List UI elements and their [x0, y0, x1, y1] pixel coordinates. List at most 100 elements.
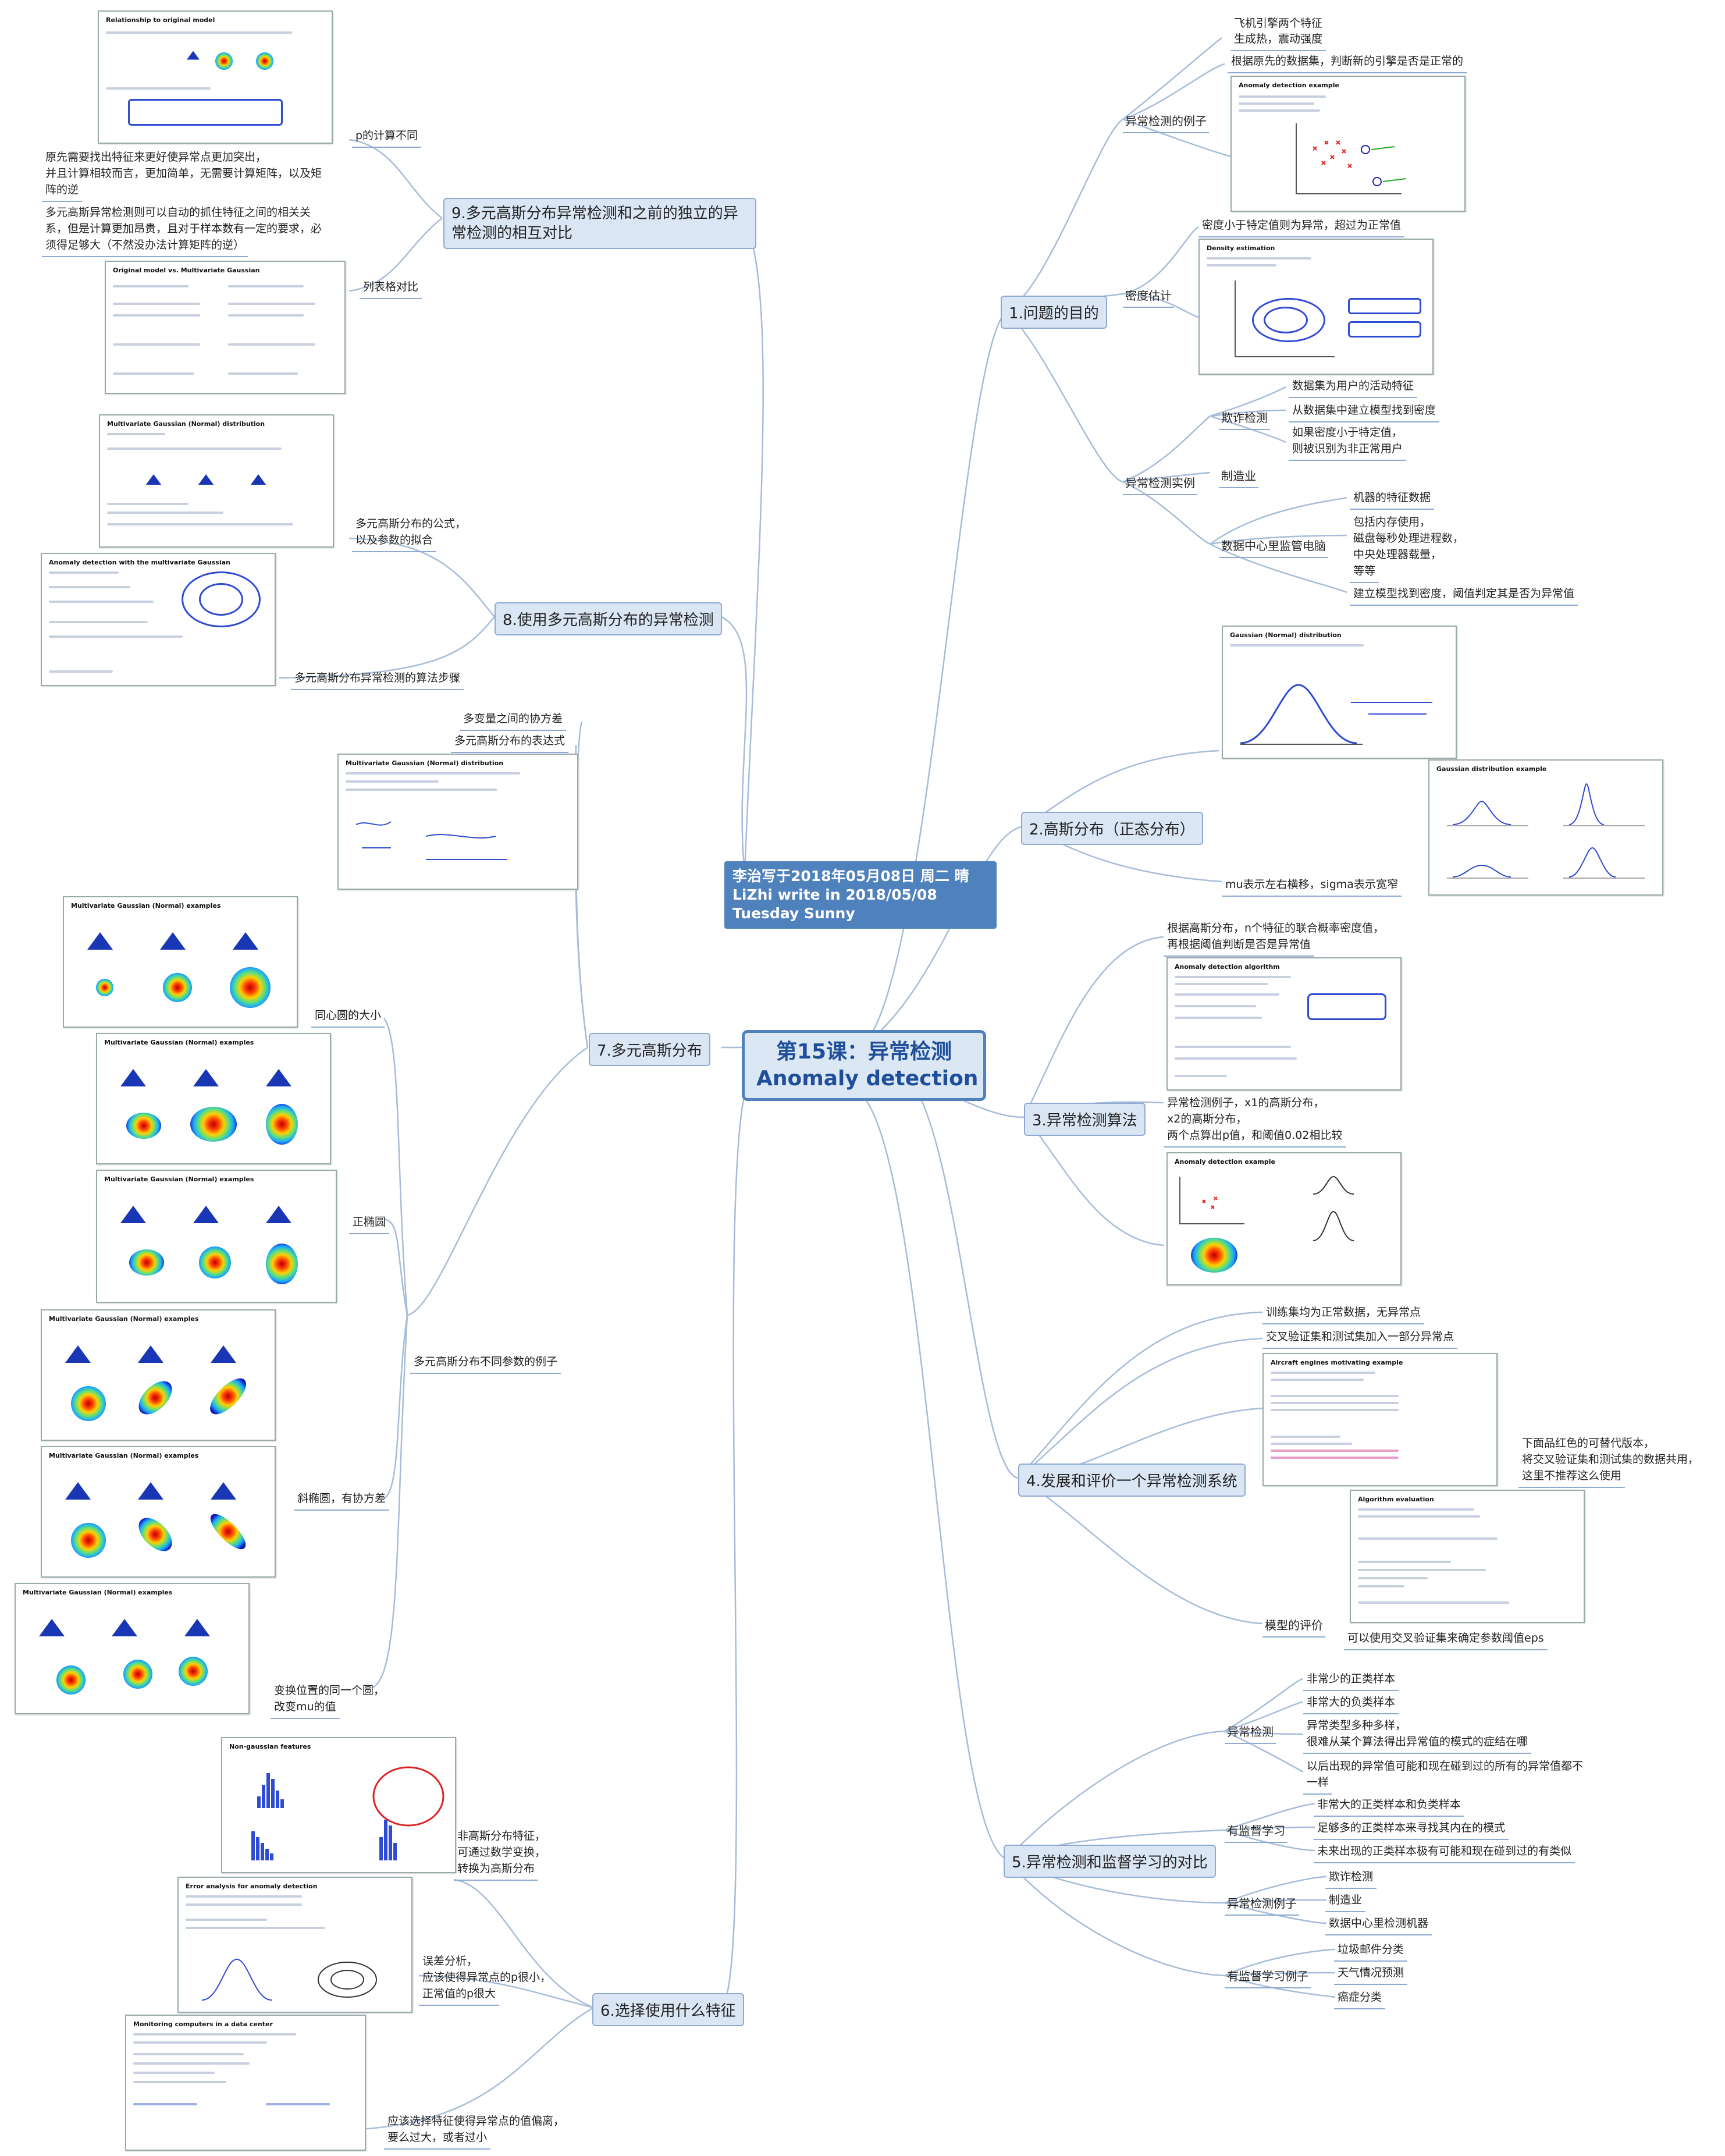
topic-6-features[interactable]: 6.选择使用什么特征 — [592, 1993, 744, 2026]
handwritten-formula — [356, 821, 507, 860]
slide-mvg-examples-3: Multivariate Gaussian (Normal) examples — [96, 1170, 337, 1303]
t4-eval[interactable]: 模型的评价 — [1262, 1615, 1325, 1638]
slide-mvg-anomaly-detection: Anomaly detection with the multivariate … — [41, 553, 276, 686]
t4-leaf2: 交叉验证集和测试集加入一部分异常点 — [1262, 1328, 1458, 1349]
topic-3-algorithm[interactable]: 3.异常检测算法 — [1024, 1103, 1146, 1136]
t7-cov: 多变量之间的协方差 — [460, 710, 567, 731]
topic-9-comparison[interactable]: 9.多元高斯分布异常检测和之前的独立的异常检测的相互对比 — [443, 198, 756, 249]
author-node[interactable]: 李治写于2018年05月08日 周二 晴 LiZhi write in 2018… — [724, 861, 997, 929]
central-topic[interactable]: 第15课：异常检测 Anomaly detection — [742, 1030, 986, 1101]
t1-fraud-b: 从数据集中建立模型找到密度 — [1289, 402, 1440, 422]
t1-ex-a: 飞机引擎两个特征 — [1234, 17, 1323, 30]
t5-anomaly[interactable]: 异常检测 — [1225, 1721, 1276, 1744]
slide-gaussian-distribution: Gaussian (Normal) distribution — [1222, 626, 1457, 759]
slide-non-gaussian: Non-gaussian features — [221, 1737, 456, 1873]
t1-ex-b: 生成热，震动强度 — [1230, 30, 1326, 51]
t9-table: 列表格对比 — [360, 278, 422, 299]
slide-mvg-examples-6: Multivariate Gaussian (Normal) examples — [15, 1583, 250, 1714]
central-title-en: Anomaly detection — [756, 1067, 979, 1091]
t7-examples[interactable]: 多元高斯分布不同参数的例子 — [410, 1353, 561, 1374]
t5-se3: 癌症分类 — [1334, 1988, 1386, 2009]
slide-title: Anomaly detection with the multivariate … — [49, 559, 230, 566]
t1-fraud-c1: 如果密度小于特定值， — [1292, 426, 1403, 439]
slide-title: Monitoring computers in a data center — [133, 2020, 273, 2028]
slide-anomaly-example: Anomaly detection example — [1230, 76, 1466, 212]
t5-a3a: 异常类型多种多样， — [1307, 1719, 1407, 1732]
t1-fraud-a: 数据集为用户的活动特征 — [1289, 377, 1418, 398]
histograms — [251, 1766, 444, 1860]
author-line-en: LiZhi write in 2018/05/08 Tuesday Sunny — [732, 886, 937, 922]
t5-supervised[interactable]: 有监督学习 — [1225, 1820, 1287, 1843]
t9-note-b: 并且计算相较而言，更加简单，无需要计算矩阵，以及矩 — [45, 167, 322, 180]
t5-anomaly-ex[interactable]: 异常检测例子 — [1225, 1893, 1299, 1916]
slide-title: Anomaly detection example — [1239, 81, 1339, 89]
t5-ae1: 欺诈检测 — [1325, 1868, 1377, 1889]
slide-mvg-examples-5: Multivariate Gaussian (Normal) examples — [41, 1446, 276, 1578]
t3-leaf1a: 根据高斯分布，n个特征的联合概率密度值， — [1167, 922, 1385, 935]
gaussian-curve — [1240, 684, 1432, 745]
t3-leaf2a: 异常检测例子，x1的高斯分布， — [1167, 1096, 1325, 1109]
slide-title: Algorithm evaluation — [1358, 1496, 1434, 1503]
t7-shift-b: 改变mu的值 — [271, 1698, 340, 1719]
t7-tilted: 斜椭圆，有协方差 — [294, 1490, 390, 1511]
t1-dc-b2: 磁盘每秒处理进程数， — [1353, 532, 1464, 545]
t6-leaf3b: 要么过大，或者过小 — [384, 2129, 491, 2150]
topic-8-mvg-anomaly[interactable]: 8.使用多元高斯分布的异常检测 — [495, 602, 722, 635]
t4-note2: 将交叉验证集和测试集的数据共用， — [1522, 1453, 1699, 1466]
slide-title: Density estimation — [1207, 244, 1275, 252]
t7-ellipse: 正椭圆 — [349, 1213, 390, 1234]
t5-se2: 天气情况预测 — [1334, 1964, 1408, 1985]
slide-algorithm-evaluation: Algorithm evaluation — [1350, 1490, 1585, 1623]
t7-shift-a: 变换位置的同一个圆， — [274, 1684, 385, 1697]
slide-title: Relationship to original model — [106, 16, 215, 24]
t5-se1: 垃圾邮件分类 — [1334, 1941, 1408, 1962]
t6-leaf1a: 非高斯分布特征， — [457, 1830, 546, 1842]
slide-mvg-examples-2: Multivariate Gaussian (Normal) examples — [96, 1033, 331, 1164]
slide-title: Error analysis for anomaly detection — [186, 1882, 318, 1890]
t6-leaf2c: 正常值的p很大 — [419, 1985, 500, 2006]
t1-density[interactable]: 密度估计 — [1123, 285, 1174, 308]
t5-a4b: 一样 — [1303, 1774, 1333, 1795]
slide-title: Gaussian (Normal) distribution — [1230, 631, 1342, 639]
t3-leaf1b: 再根据阈值判断是否是异常值 — [1164, 936, 1315, 957]
t1-datacenter[interactable]: 数据中心里监管电脑 — [1219, 535, 1328, 558]
t1-ex-c: 根据原先的数据集，判断新的引擎是否是正常的 — [1228, 52, 1467, 73]
scatter-crosses — [1313, 140, 1407, 186]
t3-leaf2c: 两个点算出p值，和阈值0.02相比较 — [1164, 1127, 1346, 1148]
t9-note-f: 须得足够大（不然没办法计算矩阵的逆） — [42, 236, 248, 257]
slide-aircraft-example: Aircraft engines motivating example — [1262, 1353, 1498, 1486]
t1-dc-a: 机器的特征数据 — [1350, 489, 1435, 510]
t9-note-d: 多元高斯异常检测则可以自动的抓住特征之间的相关关 — [45, 206, 311, 219]
t4-leaf1: 训练集均为正常数据，无异常点 — [1262, 1303, 1425, 1324]
topic-7-multivariate[interactable]: 7.多元高斯分布 — [589, 1033, 710, 1066]
slide-title: Multivariate Gaussian (Normal) examples — [104, 1039, 254, 1046]
gaussian-example-plots — [1447, 783, 1645, 879]
t5-s1: 非常大的正类样本和负类样本 — [1314, 1796, 1465, 1817]
t1-dc-b3: 中央处理器载量， — [1353, 548, 1442, 561]
t7-circle-size: 同心圆的大小 — [311, 1007, 385, 1028]
topic-5-vs-supervised[interactable]: 5.异常检测和监督学习的对比 — [1004, 1845, 1216, 1878]
t1-dc-b4: 等等 — [1350, 562, 1379, 583]
t5-s2: 足够多的正类样本来寻找其内在的模式 — [1314, 1819, 1509, 1840]
t9-note-e: 系，但是计算更加昂贵，且对于样本数有一定的要求，必 — [45, 222, 322, 235]
t5-supervised-ex[interactable]: 有监督学习例子 — [1225, 1966, 1311, 1988]
error-plots — [201, 1958, 377, 2001]
slide-mvg-examples-1: Multivariate Gaussian (Normal) examples — [63, 896, 298, 1028]
topic-1-purpose[interactable]: 1.问题的目的 — [1001, 296, 1107, 329]
t5-a3b: 很难从某个算法得出异常值的模式的症结在哪 — [1303, 1733, 1532, 1754]
t1-manufacturing[interactable]: 制造业 — [1219, 466, 1258, 488]
t1-fraud[interactable]: 欺诈检测 — [1219, 407, 1270, 430]
topic-4-evaluation[interactable]: 4.发展和评价一个异常检测系统 — [1018, 1464, 1246, 1497]
t7-expr: 多元高斯分布的表达式 — [451, 732, 569, 753]
t1-instances[interactable]: 异常检测实例 — [1123, 473, 1197, 495]
slide-title: Multivariate Gaussian (Normal) examples — [49, 1315, 199, 1323]
topic-2-gaussian[interactable]: 2.高斯分布（正态分布） — [1021, 812, 1203, 845]
t8-formula-b: 以及参数的拟合 — [352, 531, 437, 552]
t1-example[interactable]: 异常检测的例子 — [1123, 111, 1209, 133]
slide-mvg-params: Multivariate Gaussian (Normal) distribut… — [99, 414, 334, 548]
t6-leaf2a: 误差分析， — [422, 1955, 478, 1967]
t1-density-leaf: 密度小于特定值则为异常，超过为正常值 — [1198, 216, 1405, 237]
slide-gaussian-examples: Gaussian distribution example — [1428, 759, 1663, 896]
slide-title: Anomaly detection algorithm — [1175, 963, 1280, 971]
t5-ae3: 数据中心里检测机器 — [1325, 1915, 1432, 1935]
